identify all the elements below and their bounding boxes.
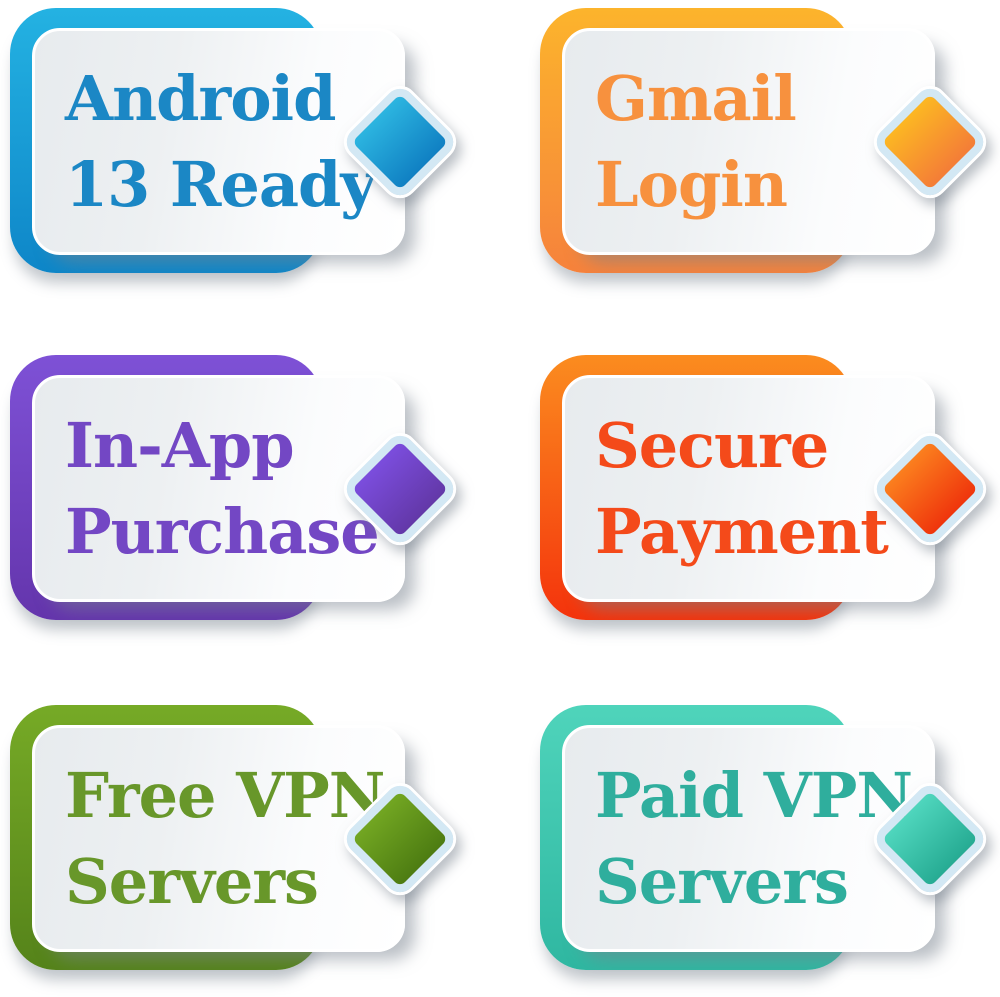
- card-label-line1: Paid VPN: [595, 758, 913, 832]
- diamond-shape: [340, 779, 460, 899]
- diamond-shape: [870, 82, 990, 202]
- diamond-icon: [870, 779, 990, 899]
- card-label: In-App Purchase: [35, 403, 380, 575]
- card-panel: Paid VPN Servers: [562, 725, 935, 952]
- diamond-shape: [870, 429, 990, 549]
- diamond-icon: [340, 429, 460, 549]
- card-label: Gmail Login: [565, 56, 797, 228]
- diamond-shape: [340, 82, 460, 202]
- card-label-line1: In-App: [65, 408, 295, 482]
- card-label: Secure Payment: [565, 403, 889, 575]
- diamond-icon: [340, 82, 460, 202]
- diamond-shape: [340, 429, 460, 549]
- card-panel: In-App Purchase: [32, 375, 405, 602]
- card-label-line1: Gmail: [595, 61, 797, 135]
- card-label: Free VPN Servers: [35, 753, 385, 925]
- diamond-icon: [340, 779, 460, 899]
- card-label-line2: Servers: [65, 844, 319, 918]
- feature-card-android-13-ready: Android 13 Ready: [10, 8, 490, 308]
- card-label-line2: Payment: [595, 494, 889, 568]
- card-label-line1: Android: [65, 61, 336, 135]
- card-label: Android 13 Ready: [35, 56, 376, 228]
- feature-card-secure-payment: Secure Payment: [540, 355, 1000, 655]
- card-label-line2: Servers: [595, 844, 849, 918]
- diamond-icon: [870, 429, 990, 549]
- diamond-shape: [870, 779, 990, 899]
- feature-card-paid-vpn-servers: Paid VPN Servers: [540, 705, 1000, 997]
- feature-card-gmail-login: Gmail Login: [540, 8, 1000, 308]
- card-label-line2: 13 Ready: [65, 147, 376, 221]
- feature-card-in-app-purchase: In-App Purchase: [10, 355, 490, 655]
- card-label-line1: Free VPN: [65, 758, 385, 832]
- card-panel: Secure Payment: [562, 375, 935, 602]
- card-panel: Gmail Login: [562, 28, 935, 255]
- diamond-icon: [870, 82, 990, 202]
- card-label-line2: Login: [595, 147, 788, 221]
- card-panel: Android 13 Ready: [32, 28, 405, 255]
- feature-card-free-vpn-servers: Free VPN Servers: [10, 705, 490, 997]
- card-label-line1: Secure: [595, 408, 829, 482]
- card-label: Paid VPN Servers: [565, 753, 913, 925]
- card-label-line2: Purchase: [65, 494, 380, 568]
- card-panel: Free VPN Servers: [32, 725, 405, 952]
